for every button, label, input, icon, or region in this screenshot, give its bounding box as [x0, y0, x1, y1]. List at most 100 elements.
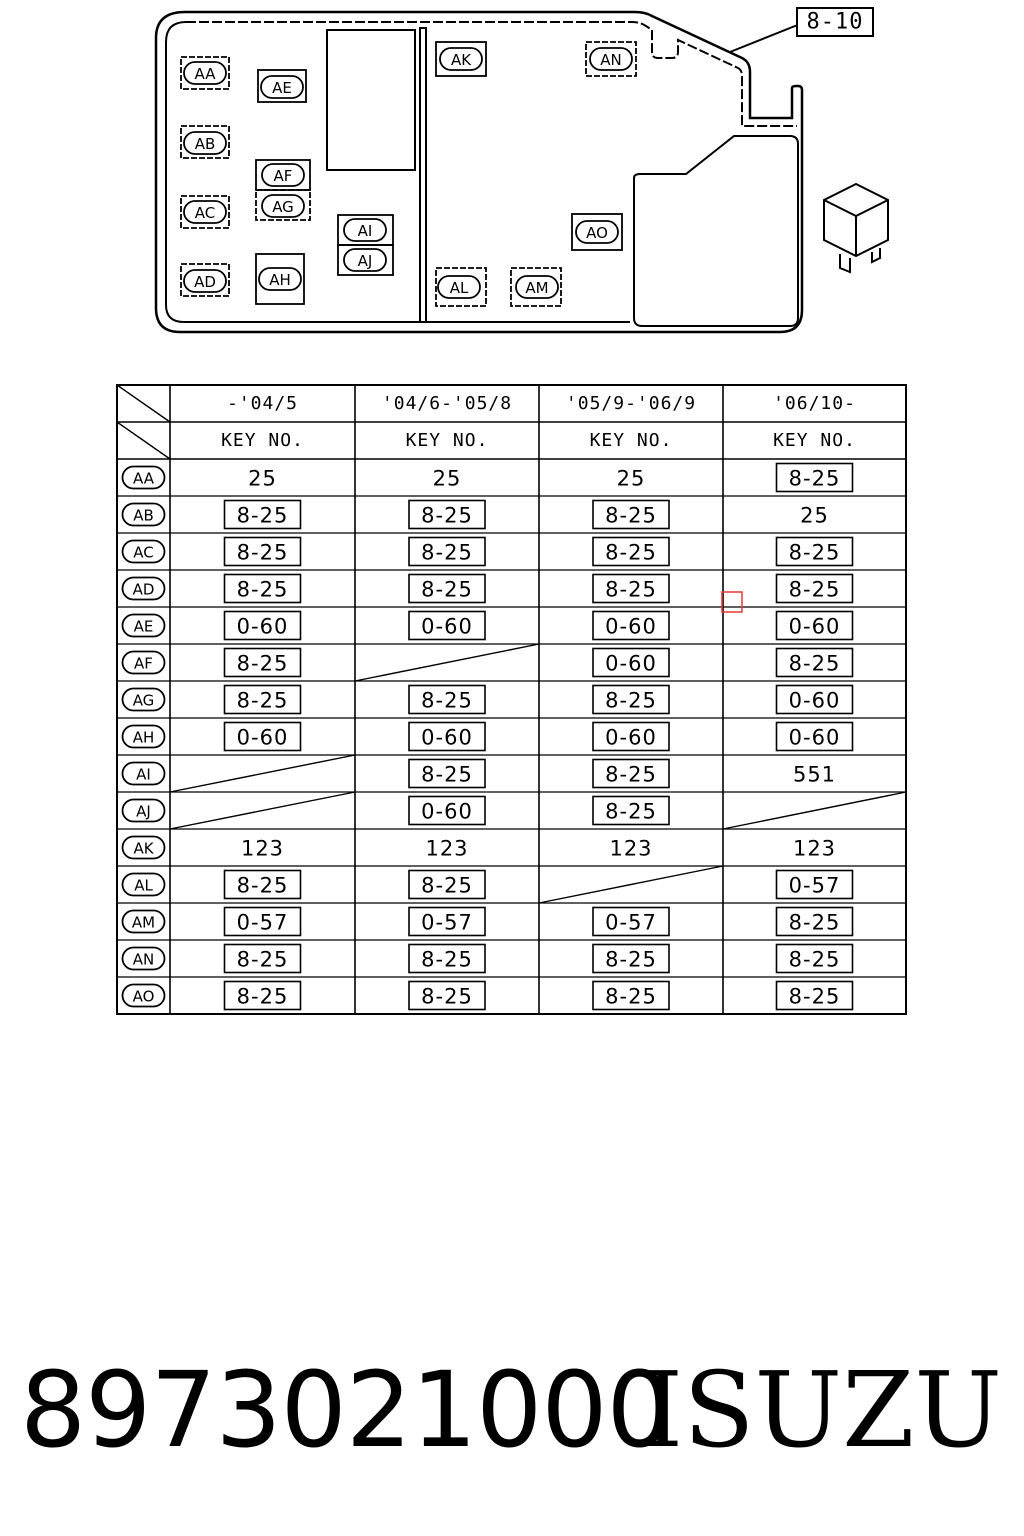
cell-ac-3-box	[775, 536, 854, 567]
slot-ao-text: AO	[586, 224, 608, 242]
cell-ae-1: 0-60	[421, 615, 473, 639]
cell-ad-2: 8-25	[605, 578, 657, 602]
cell-ao-1-box	[408, 980, 486, 1011]
cell-ao-2-box	[592, 980, 670, 1011]
slot-frame-ak	[435, 41, 487, 77]
slot-aj-text: AJ	[358, 252, 373, 270]
row-label-ao-text: AO	[133, 988, 155, 1006]
slot-al-text: AL	[450, 279, 469, 297]
cell-am-0-box	[223, 906, 302, 937]
row-label-aa: AA	[121, 465, 166, 490]
slot-frame-aj	[337, 244, 394, 276]
cell-ah-0-box	[223, 721, 302, 752]
cell-ag-1: 8-25	[421, 689, 473, 713]
row-label-ad-text: AD	[133, 581, 155, 599]
cell-al-2-na-diagonal	[538, 865, 724, 904]
cell-ac-1-box	[408, 536, 486, 567]
slot-frame-ae	[257, 69, 307, 103]
cell-aj-3-na-diagonal	[722, 791, 907, 830]
row-label-ad: AD	[121, 576, 166, 601]
row-label-ac: AC	[121, 539, 166, 564]
footer: 8973021000 ISUZU	[0, 1340, 1024, 1480]
cell-ac-3: 8-25	[789, 541, 841, 565]
row-label-am-text: AM	[132, 914, 155, 932]
cell-al-0-box	[223, 869, 302, 900]
slot-frame-ah	[255, 253, 305, 305]
cell-aa-2: 25	[617, 467, 646, 491]
cell-an-0-box	[223, 943, 302, 974]
cell-ac-2-box	[592, 536, 670, 567]
slot-ac-text: AC	[195, 204, 215, 222]
cell-aj-0-na-diagonal	[169, 791, 356, 830]
cell-ae-2: 0-60	[605, 615, 657, 639]
cell-ah-1-box	[408, 721, 486, 752]
cell-ab-2: 8-25	[605, 504, 657, 528]
cell-am-2: 0-57	[605, 911, 657, 935]
period-header-0: -'04/5	[227, 393, 298, 414]
slot-ac: AC	[183, 200, 227, 224]
slot-aj: AJ	[343, 248, 387, 272]
key-no-header-0: KEY NO.	[221, 430, 304, 451]
large-block	[326, 29, 416, 171]
row-label-ac-text: AC	[133, 544, 153, 562]
cell-ad-0: 8-25	[237, 578, 289, 602]
row-label-ae: AE	[121, 613, 166, 638]
cell-ai-3: 551	[793, 763, 836, 787]
row-label-ae-text: AE	[134, 618, 154, 636]
corner-diagonal-1	[116, 384, 171, 423]
cell-ag-2-box	[592, 684, 670, 715]
cell-af-2-box	[592, 647, 670, 678]
cell-ah-1: 0-60	[421, 726, 473, 750]
cell-ad-1: 8-25	[421, 578, 473, 602]
cell-af-2: 0-60	[605, 652, 657, 676]
cell-am-3: 8-25	[789, 911, 841, 935]
cell-ae-0-box	[223, 610, 302, 641]
cell-an-2-box	[592, 943, 670, 974]
cell-ah-3-box	[775, 721, 854, 752]
cell-ad-1-box	[408, 573, 486, 604]
cell-an-3: 8-25	[789, 948, 841, 972]
slot-ak-text: AK	[451, 51, 472, 69]
row-label-ak-text: AK	[133, 840, 154, 858]
row-label-al: AL	[121, 872, 166, 897]
period-header-3: '06/10-	[773, 393, 856, 414]
cell-ai-2-box	[592, 758, 670, 789]
cell-ak-0: 123	[241, 837, 284, 861]
slot-an: AN	[589, 47, 633, 71]
cell-al-3: 0-57	[789, 874, 841, 898]
slot-frame-ad	[180, 263, 230, 297]
cell-ao-3: 8-25	[789, 985, 841, 1009]
row-label-ao: AO	[121, 983, 166, 1008]
cell-ao-1: 8-25	[421, 985, 473, 1009]
table-grid	[116, 384, 907, 1015]
cell-ab-1: 8-25	[421, 504, 473, 528]
cell-aa-1: 25	[433, 467, 462, 491]
cell-ak-1: 123	[425, 837, 468, 861]
slot-ak: AK	[439, 47, 483, 71]
slot-ah: AH	[258, 267, 302, 291]
cell-aa-0: 25	[248, 467, 277, 491]
slot-aa: AA	[183, 61, 227, 85]
cell-ae-1-box	[408, 610, 486, 641]
period-header-1: '04/6-'05/8	[382, 393, 512, 414]
cell-aj-1-box	[408, 795, 486, 826]
slot-af-text: AF	[274, 167, 293, 185]
slot-ai: AI	[343, 218, 387, 242]
cell-aj-1: 0-60	[421, 800, 473, 824]
slot-ag-text: AG	[272, 198, 294, 216]
cell-ad-2-box	[592, 573, 670, 604]
slot-frame-aa	[180, 56, 230, 90]
ref-box	[796, 7, 874, 37]
slot-frame-am	[510, 267, 562, 307]
table-border	[116, 384, 907, 1015]
ref-label: 8-10	[807, 10, 864, 35]
cell-ab-0-box	[223, 499, 302, 530]
cell-al-0: 8-25	[237, 874, 289, 898]
cell-ab-1-box	[408, 499, 486, 530]
cell-ac-0: 8-25	[237, 541, 289, 565]
row-label-af-text: AF	[134, 655, 153, 673]
slot-al: AL	[437, 275, 481, 299]
slot-am-text: AM	[525, 279, 548, 297]
